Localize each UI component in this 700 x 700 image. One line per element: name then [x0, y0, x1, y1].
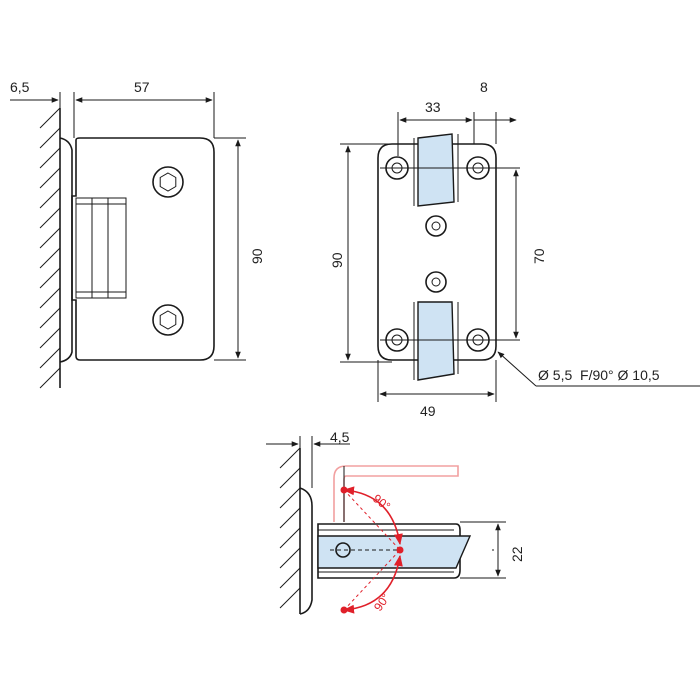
angle-upper: 90° — [370, 491, 393, 513]
screw-bottom — [152, 304, 184, 336]
dim-bottom-width: 49 — [420, 403, 436, 419]
dim-plan-offset: 4,5 — [330, 429, 350, 445]
dim-body-height: 90 — [249, 248, 265, 264]
plan-view: 90° 90° 4,5 22 — [266, 429, 525, 615]
dim-top-width: 33 — [425, 99, 441, 115]
dim-front-height: 90 — [329, 252, 345, 268]
plan-hinge-body — [317, 523, 461, 579]
open-position-outline — [333, 465, 459, 522]
glass-clamp-top — [417, 133, 455, 207]
dim-hole-spacing: 70 — [531, 248, 547, 264]
glass-slot — [75, 197, 127, 299]
dim-body-width: 57 — [134, 79, 150, 95]
wall-hatch — [39, 107, 61, 389]
center-screw-bottom — [425, 271, 447, 293]
side-view: 6,5 57 90 — [10, 79, 265, 389]
screw-top — [152, 166, 184, 198]
plan-wall-plate — [299, 487, 313, 615]
plan-wall-hatch — [279, 447, 301, 614]
dim-plan-thickness: 22 — [509, 546, 525, 562]
rotation-arcs — [340, 486, 404, 614]
hole-callout: Ø 5,5 F/90° Ø 10,5 — [538, 367, 660, 383]
center-screw-top — [425, 215, 447, 237]
angle-lower: 90° — [371, 591, 393, 614]
hinge-body — [71, 137, 215, 361]
dim-top-right: 8 — [480, 79, 488, 95]
front-view: 33 8 90 70 49 Ø 5,5 F/90° Ø 10,5 — [329, 79, 700, 419]
wall-plate — [59, 137, 73, 363]
plan-glass — [317, 535, 472, 569]
glass-clamp-bottom — [417, 301, 455, 381]
dim-wall-offset: 6,5 — [10, 79, 30, 95]
front-plate — [377, 143, 497, 361]
